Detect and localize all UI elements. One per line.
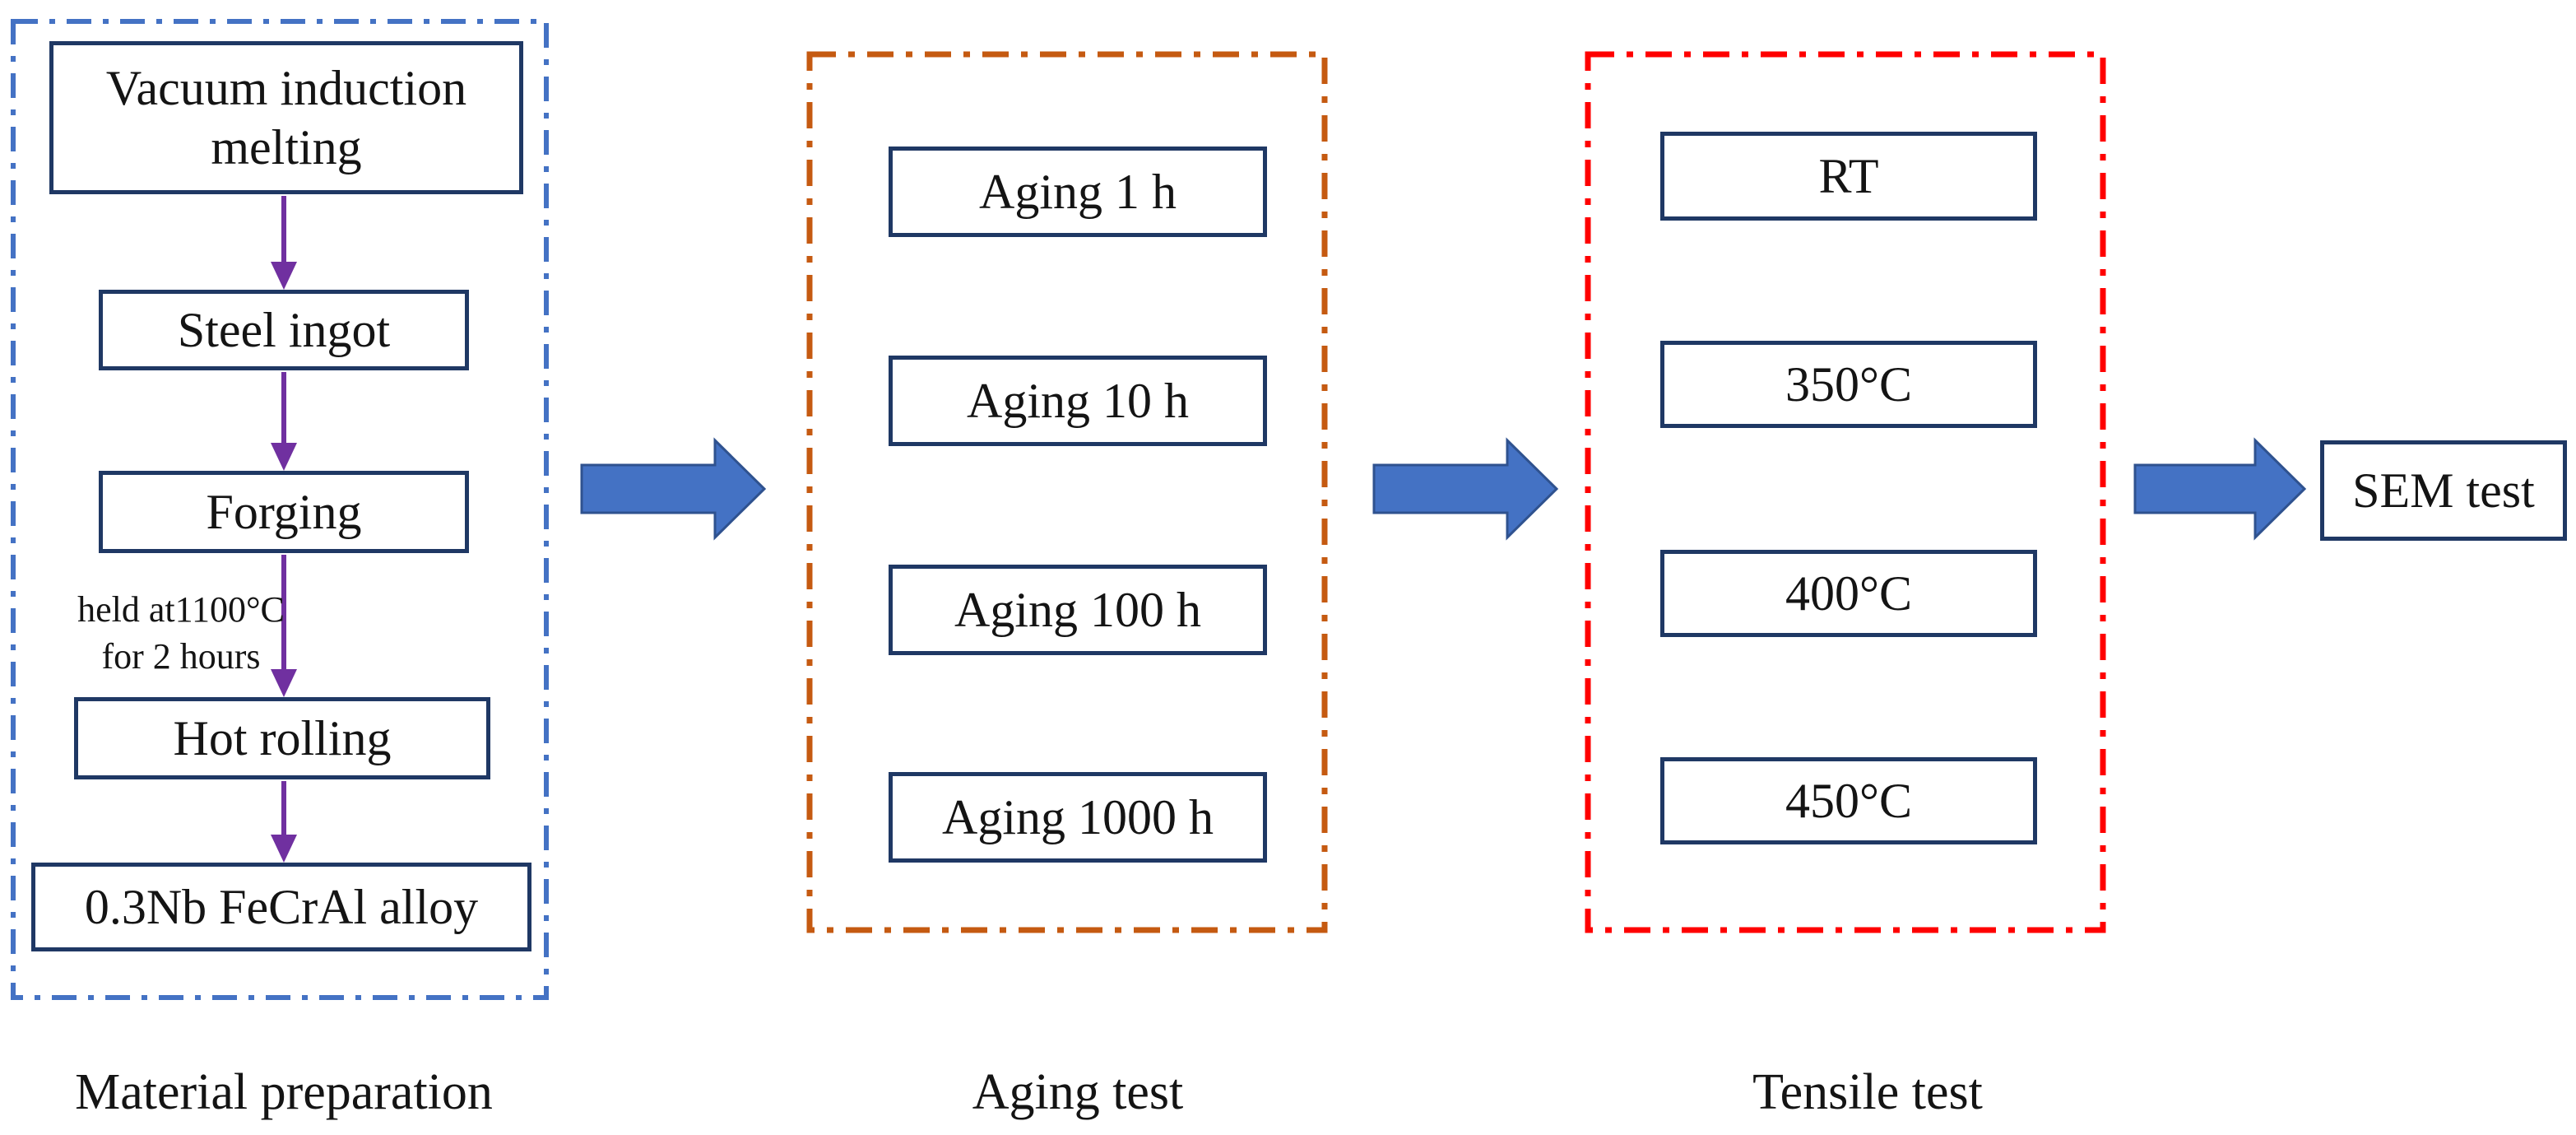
caption-material-preparation: Material preparation — [75, 1064, 493, 1120]
box-sem-test: SEM test — [2320, 440, 2567, 541]
box-aging-100h: Aging 100 h — [889, 565, 1267, 655]
box-alloy: 0.3Nb FeCrAl alloy — [31, 863, 531, 951]
flow-arrow-hotrolling-to-alloy — [271, 781, 297, 863]
forging-hold-note: held at1100°C for 2 hours — [33, 586, 329, 680]
forging-hold-note-line2: for 2 hours — [101, 636, 261, 677]
caption-tensile-test: Tensile test — [1752, 1064, 1983, 1120]
box-steel-ingot: Steel ingot — [99, 290, 469, 370]
flow-arrow-steel-to-forging — [271, 372, 297, 471]
flow-arrowhead — [271, 669, 297, 697]
stage-arrow-aging-to-tensile — [1372, 437, 1559, 541]
flow-arrow-vacuum-to-steel — [271, 196, 297, 290]
forging-hold-note-line1: held at1100°C — [77, 589, 285, 630]
caption-aging-test: Aging test — [972, 1064, 1184, 1120]
box-tensile-350c: 350°C — [1660, 341, 2037, 428]
box-tensile-450c: 450°C — [1660, 757, 2037, 844]
box-vacuum-induction-melting: Vacuum induction melting — [49, 41, 523, 194]
flow-arrowhead — [271, 835, 297, 863]
box-forging: Forging — [99, 471, 469, 553]
box-aging-1h: Aging 1 h — [889, 147, 1267, 237]
tensile-test-panel-border — [1585, 51, 2106, 933]
aging-test-panel-border — [806, 51, 1328, 933]
flow-arrow-forging-to-hotrolling — [271, 555, 297, 697]
stage-arrow-prep-to-aging — [580, 437, 767, 541]
box-aging-1000h: Aging 1000 h — [889, 772, 1267, 863]
flow-arrowhead — [271, 443, 297, 471]
box-tensile-400c: 400°C — [1660, 550, 2037, 637]
box-tensile-rt: RT — [1660, 132, 2037, 221]
flow-arrowhead — [271, 262, 297, 290]
box-aging-10h: Aging 10 h — [889, 356, 1267, 446]
stage-arrow-tensile-to-sem — [2133, 437, 2307, 541]
material-preparation-panel-border — [11, 19, 549, 1000]
box-hot-rolling: Hot rolling — [74, 697, 490, 779]
